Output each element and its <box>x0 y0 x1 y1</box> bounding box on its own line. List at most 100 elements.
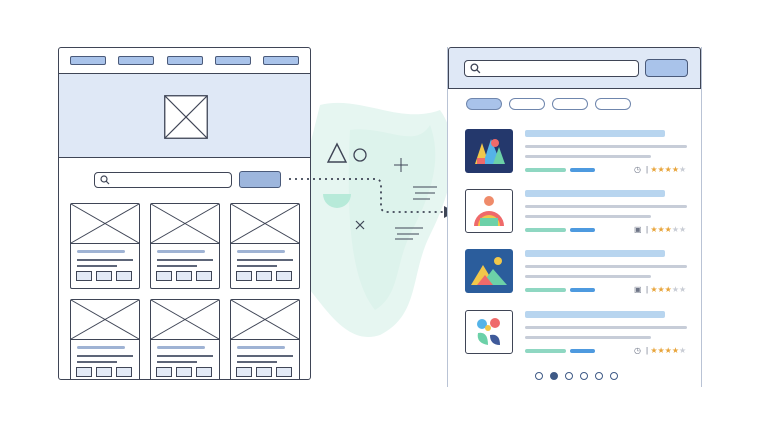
ui-header-bar <box>448 47 701 89</box>
wireframe-hero <box>59 74 310 158</box>
wireframe-card-title <box>157 346 205 349</box>
pagination-dot[interactable] <box>610 372 618 380</box>
wireframe-card <box>150 203 220 289</box>
result-tag <box>525 228 566 232</box>
result-text <box>525 275 651 278</box>
wireframe-card-action <box>96 367 112 377</box>
wireframe-card-action <box>176 271 192 281</box>
filter-chip[interactable] <box>552 98 588 110</box>
pagination-dot[interactable] <box>565 372 573 380</box>
wireframe-card-title <box>157 250 205 253</box>
wireframe-card-title <box>77 346 125 349</box>
wireframe-nav-item <box>70 56 106 65</box>
result-row[interactable]: ▣ | ★★★★★ <box>448 249 701 297</box>
wireframe-nav-item <box>215 56 251 65</box>
wireframe-card-action <box>276 367 292 377</box>
wireframe-card-text <box>77 355 133 357</box>
calendar-icon: ▣ <box>634 225 642 234</box>
wireframe-nav-item <box>167 56 203 65</box>
person-rainbow-icon <box>465 189 513 233</box>
wireframe-card-text <box>237 265 277 267</box>
result-text <box>525 155 651 158</box>
result-title <box>525 250 665 257</box>
result-tag <box>525 349 566 353</box>
sparkle-icon <box>394 158 408 172</box>
pagination-dot-active[interactable] <box>550 372 558 380</box>
wireframe-nav-item <box>118 56 154 65</box>
result-tag <box>570 168 595 172</box>
wireframe-card-action <box>156 271 172 281</box>
clock-icon: ◷ <box>634 346 641 355</box>
search-icon <box>100 175 110 185</box>
wireframe-nav-item <box>263 56 299 65</box>
wireframe-card <box>70 299 140 379</box>
image-placeholder-icon <box>151 300 219 340</box>
clock-icon: ◷ <box>634 165 641 174</box>
image-placeholder-icon <box>164 95 208 139</box>
wireframe-card-title <box>237 346 285 349</box>
wireframe-card-text <box>237 259 293 261</box>
mountain-landscape-icon <box>465 249 513 293</box>
search-button[interactable] <box>645 59 688 77</box>
wireframe-card-action <box>116 271 132 281</box>
search-input[interactable] <box>464 60 639 77</box>
result-tag <box>525 288 566 292</box>
wireframe-card <box>150 299 220 379</box>
wireframe-card-text <box>77 265 117 267</box>
result-text <box>525 145 687 148</box>
rating-stars: | ★★★★★ <box>646 285 687 294</box>
filter-chip-active[interactable] <box>466 98 502 110</box>
wireframe-card-action <box>116 367 132 377</box>
wireframe-card-action <box>76 367 92 377</box>
wireframe-search-input <box>94 172 232 188</box>
circle-icon <box>353 148 367 162</box>
result-text <box>525 215 651 218</box>
result-title <box>525 130 665 137</box>
image-placeholder-icon <box>231 300 299 340</box>
calendar-icon: ▣ <box>634 285 642 294</box>
result-text <box>525 326 687 329</box>
wireframe-card-action <box>196 367 212 377</box>
filter-chip[interactable] <box>595 98 631 110</box>
wireframe-card-text <box>237 355 293 357</box>
abstract-shapes-icon <box>465 129 513 173</box>
wireframe-card-text <box>157 355 213 357</box>
wireframe-nav-bar <box>59 48 310 74</box>
wireframe-card-action <box>176 367 192 377</box>
wireframe-card <box>70 203 140 289</box>
wireframe-card-text <box>157 361 197 363</box>
result-text <box>525 205 687 208</box>
wireframe-card <box>230 299 300 379</box>
flower-shapes-icon <box>465 310 513 354</box>
result-row[interactable]: ◷ | ★★★★★ <box>448 129 701 177</box>
text-lines-icon <box>395 227 423 240</box>
filter-chip[interactable] <box>509 98 545 110</box>
wireframe-card-action <box>276 271 292 281</box>
pagination-dot[interactable] <box>580 372 588 380</box>
pagination-dot[interactable] <box>595 372 603 380</box>
transition-decoration <box>289 142 455 240</box>
search-icon <box>470 63 481 74</box>
wireframe-card-action <box>96 271 112 281</box>
wireframe-card-action <box>236 271 252 281</box>
pagination-dot[interactable] <box>535 372 543 380</box>
result-title <box>525 190 665 197</box>
triangle-icon <box>326 142 348 163</box>
wireframe-card-text <box>77 361 117 363</box>
text-lines-icon <box>413 186 437 200</box>
result-tag <box>570 228 595 232</box>
image-placeholder-icon <box>231 204 299 244</box>
wireframe-card-action <box>76 271 92 281</box>
image-placeholder-icon <box>71 300 139 340</box>
wireframe-card-action <box>236 367 252 377</box>
result-title <box>525 311 665 318</box>
wireframe-card-title <box>77 250 125 253</box>
rating-stars: | ★★★★★ <box>646 346 687 355</box>
result-row[interactable]: ◷ | ★★★★★ <box>448 310 701 358</box>
result-row[interactable]: ▣ | ★★★★★ <box>448 189 701 237</box>
wireframe-card-text <box>157 259 213 261</box>
rating-stars: | ★★★★★ <box>646 225 687 234</box>
rating-stars: | ★★★★★ <box>646 165 687 174</box>
half-circle-shape <box>323 194 351 208</box>
search-results-ui: ◷ | ★★★★★ ▣ | ★★★★★ <box>447 47 702 387</box>
